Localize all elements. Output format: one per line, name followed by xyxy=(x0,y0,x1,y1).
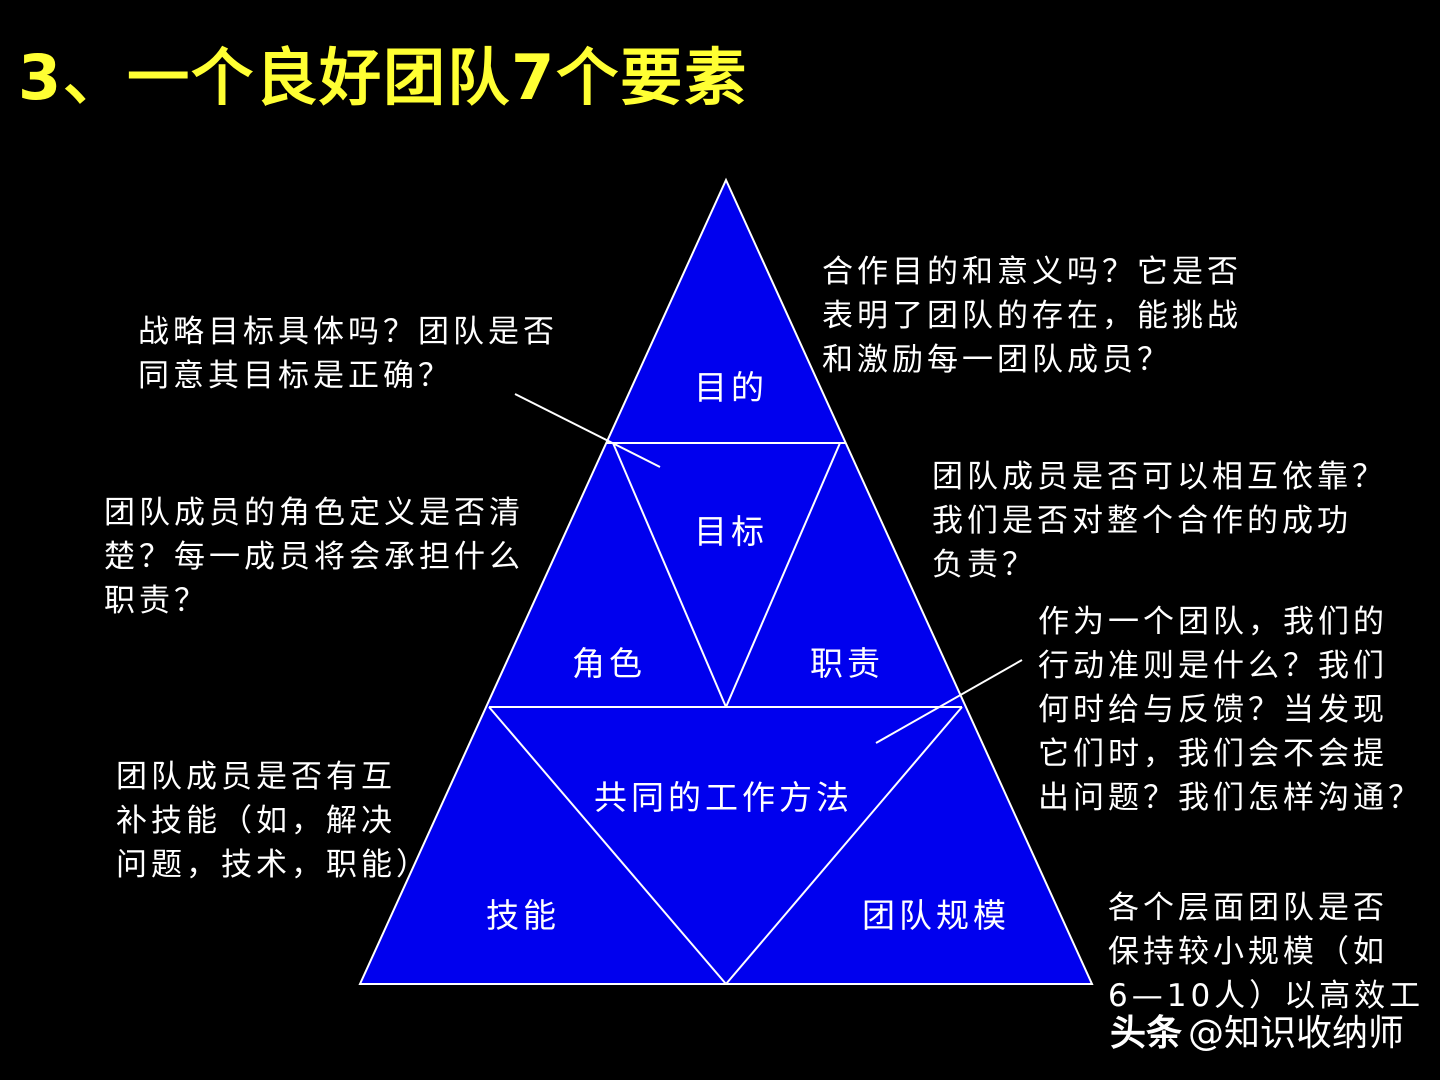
watermark-brand: 头条 xyxy=(1110,1013,1183,1054)
note-responsibility: 团队成员是否可以相互依靠？ 我们是否对整个合作的成功 负责？ xyxy=(932,455,1387,587)
method-pointer-line xyxy=(875,659,1023,744)
upper-left-edge xyxy=(612,442,727,708)
watermark-handle: @知识收纳师 xyxy=(1188,1013,1405,1054)
note-line: 出问题？我们怎样沟通？ xyxy=(1038,780,1423,816)
note-line: 我们是否对整个合作的成功 xyxy=(932,503,1352,539)
note-line: 职责？ xyxy=(104,583,209,619)
note-line: 保持较小规模（如 xyxy=(1108,934,1388,970)
page-title: 3、一个良好团队7个要素 xyxy=(18,41,749,114)
watermark: 头条@知识收纳师 xyxy=(1110,1004,1404,1056)
note-line: 团队成员是否有互 xyxy=(116,759,396,795)
note-line: 表明了团队的存在，能挑战 xyxy=(822,298,1242,334)
note-line: 作为一个团队，我们的 xyxy=(1038,604,1388,640)
goals-pointer-line xyxy=(514,393,661,468)
note-purpose: 合作目的和意义吗？它是否 表明了团队的存在，能挑战 和激励每一团队成员？ xyxy=(822,250,1242,382)
upper-right-edge xyxy=(725,442,841,708)
note-line: 行动准则是什么？我们 xyxy=(1038,648,1388,684)
note-skills: 团队成员是否有互 补技能（如，解决 问题，技术，职能） xyxy=(116,755,431,887)
note-line: 合作目的和意义吗？它是否 xyxy=(822,254,1242,290)
label-skills: 技能 xyxy=(486,896,560,935)
lower-right-edge xyxy=(725,706,963,985)
lower-left-edge xyxy=(488,706,727,985)
note-line: 战略目标具体吗？团队是否 xyxy=(138,314,558,350)
label-responsibility: 职责 xyxy=(810,644,884,683)
label-method: 共同的工作方法 xyxy=(594,778,853,817)
note-line: 楚？每一成员将会承担什么 xyxy=(104,539,524,575)
note-line: 团队成员是否可以相互依靠？ xyxy=(932,459,1387,495)
label-goals: 目标 xyxy=(694,512,768,551)
note-line: 它们时，我们会不会提 xyxy=(1038,736,1388,772)
note-size: 各个层面团队是否 保持较小规模（如 6—10人）以高效工 xyxy=(1108,886,1424,1018)
label-size: 团队规模 xyxy=(862,896,1010,935)
note-line: 各个层面团队是否 xyxy=(1108,890,1388,926)
note-line: 6—10人）以高效工 xyxy=(1108,978,1425,1014)
label-purpose: 目的 xyxy=(694,368,768,407)
note-line: 何时给与反馈？当发现 xyxy=(1038,692,1388,728)
note-line: 和激励每一团队成员？ xyxy=(822,342,1172,378)
note-method: 作为一个团队，我们的 行动准则是什么？我们 何时给与反馈？当发现 它们时，我们会… xyxy=(1038,600,1423,820)
note-goals: 战略目标具体吗？团队是否 同意其目标是正确？ xyxy=(138,310,558,398)
label-roles: 角色 xyxy=(572,644,646,683)
note-roles: 团队成员的角色定义是否清 楚？每一成员将会承担什么 职责？ xyxy=(104,491,524,623)
note-line: 问题，技术，职能） xyxy=(116,847,431,883)
note-line: 同意其目标是正确？ xyxy=(138,358,453,394)
note-line: 团队成员的角色定义是否清 xyxy=(104,495,524,531)
note-line: 补技能（如，解决 xyxy=(116,803,396,839)
note-line: 负责？ xyxy=(932,547,1037,583)
